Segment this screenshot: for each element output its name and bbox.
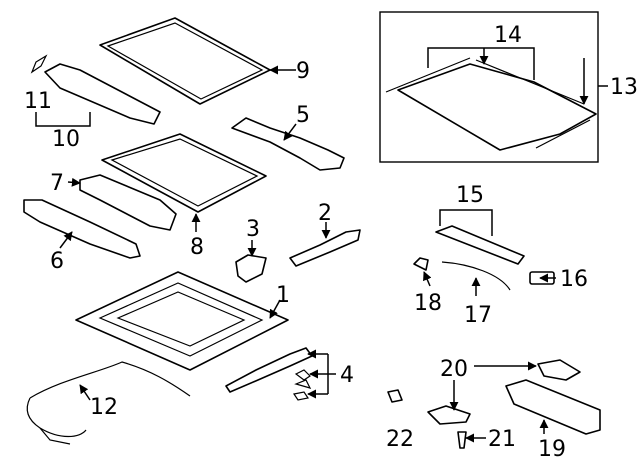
callout-12: 12 [90, 395, 118, 420]
callout-3: 3 [246, 217, 260, 242]
callout-21: 21 [488, 427, 516, 452]
callout-6: 6 [50, 249, 64, 274]
part-4-drain-hoses [225, 347, 313, 401]
callout-1: 1 [276, 283, 290, 308]
callout-19: 19 [538, 437, 566, 462]
part-13-group-box [379, 11, 599, 163]
part-11-seal [30, 54, 48, 74]
callout-9: 9 [296, 59, 310, 84]
callout-17: 17 [464, 303, 492, 328]
callout-18: 18 [414, 291, 442, 316]
callout-15: 15 [456, 183, 484, 208]
part-8-frame-seal [101, 133, 267, 213]
callout-11: 11 [24, 89, 52, 114]
part-9-glass-panel [99, 17, 271, 105]
callout-13: 13 [610, 75, 638, 100]
part-12-wire-harness [26, 361, 191, 445]
part-19-motor-bracket [505, 379, 601, 435]
callout-14: 14 [494, 23, 522, 48]
callout-4: 4 [340, 363, 354, 388]
part-10-wind-deflector [44, 63, 161, 125]
callout-2: 2 [318, 201, 332, 226]
callout-5: 5 [296, 103, 310, 128]
part-6-side-rail [23, 199, 141, 259]
part-2-side-trim [289, 229, 361, 267]
part-5-rear-rail [231, 117, 345, 171]
callout-10: 10 [52, 127, 80, 152]
callout-16: 16 [560, 267, 588, 292]
part-17-cable [441, 261, 511, 291]
callout-8: 8 [190, 235, 204, 260]
callout-20: 20 [440, 357, 468, 382]
part-18-clip [413, 257, 429, 271]
part-21-screw [457, 431, 467, 449]
part-7-front-trim [79, 174, 177, 231]
callout-22: 22 [386, 427, 414, 452]
callout-7: 7 [50, 171, 64, 196]
part-1-sunroof-housing [75, 271, 289, 371]
part-20-motor [427, 359, 581, 425]
part-3-bracket [235, 254, 267, 283]
leader-lines [35, 47, 608, 443]
part-15-seal-strip [435, 225, 525, 265]
part-22-clip [387, 389, 403, 403]
